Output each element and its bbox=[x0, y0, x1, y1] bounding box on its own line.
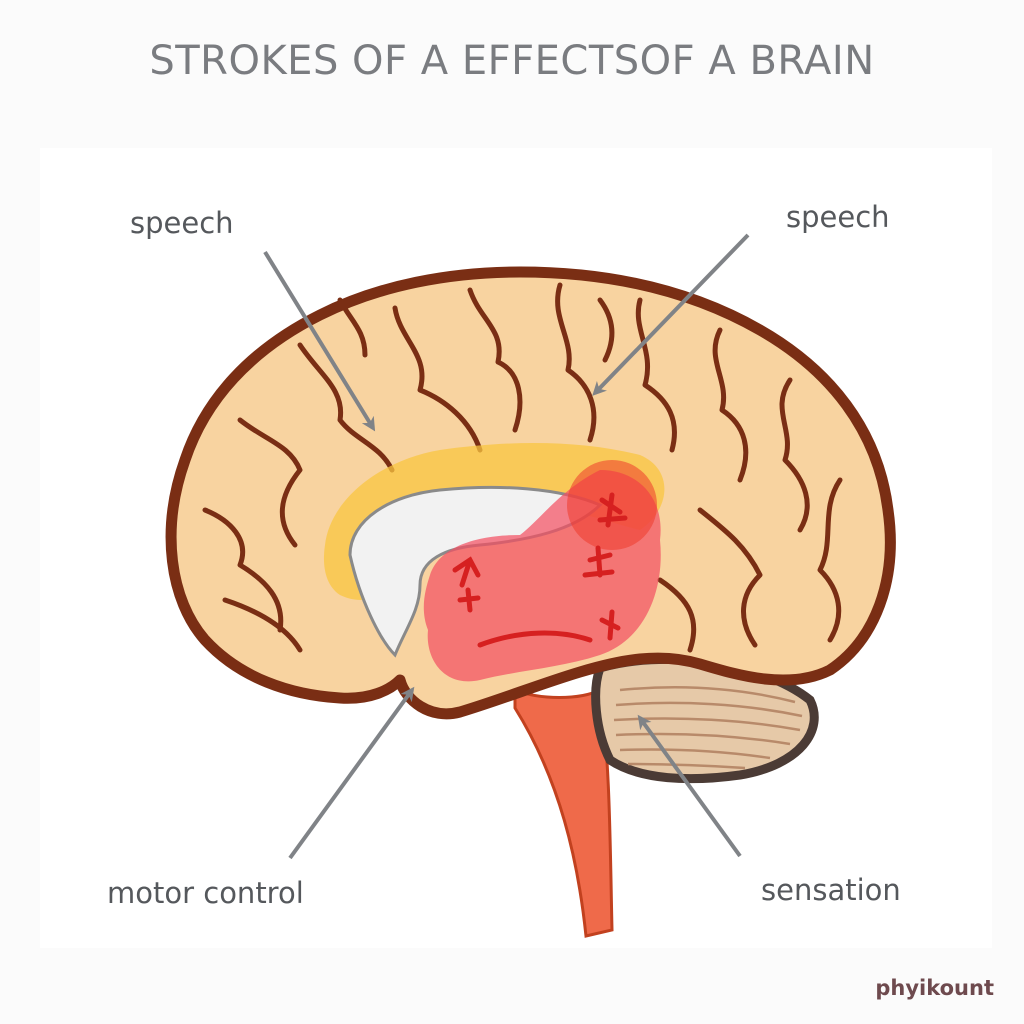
damage-marks bbox=[452, 492, 628, 648]
diagram-title: STROKES OF A EFFECTSOF A BRAIN bbox=[149, 38, 875, 84]
label-speech-right: speech bbox=[786, 200, 890, 234]
arrow-motor-control bbox=[288, 686, 415, 860]
arrow-speech-left bbox=[263, 250, 376, 432]
brain-sulci bbox=[202, 282, 843, 653]
label-motor-control: motor control bbox=[107, 876, 304, 910]
arrow-sensation bbox=[637, 714, 742, 858]
label-sensation: sensation bbox=[761, 873, 901, 907]
label-speech-left: speech bbox=[130, 206, 234, 240]
brainstem bbox=[513, 687, 614, 938]
cerebellum-folia bbox=[613, 686, 803, 770]
watermark: phyikount bbox=[875, 976, 994, 1000]
arrow-speech-right bbox=[592, 233, 750, 396]
